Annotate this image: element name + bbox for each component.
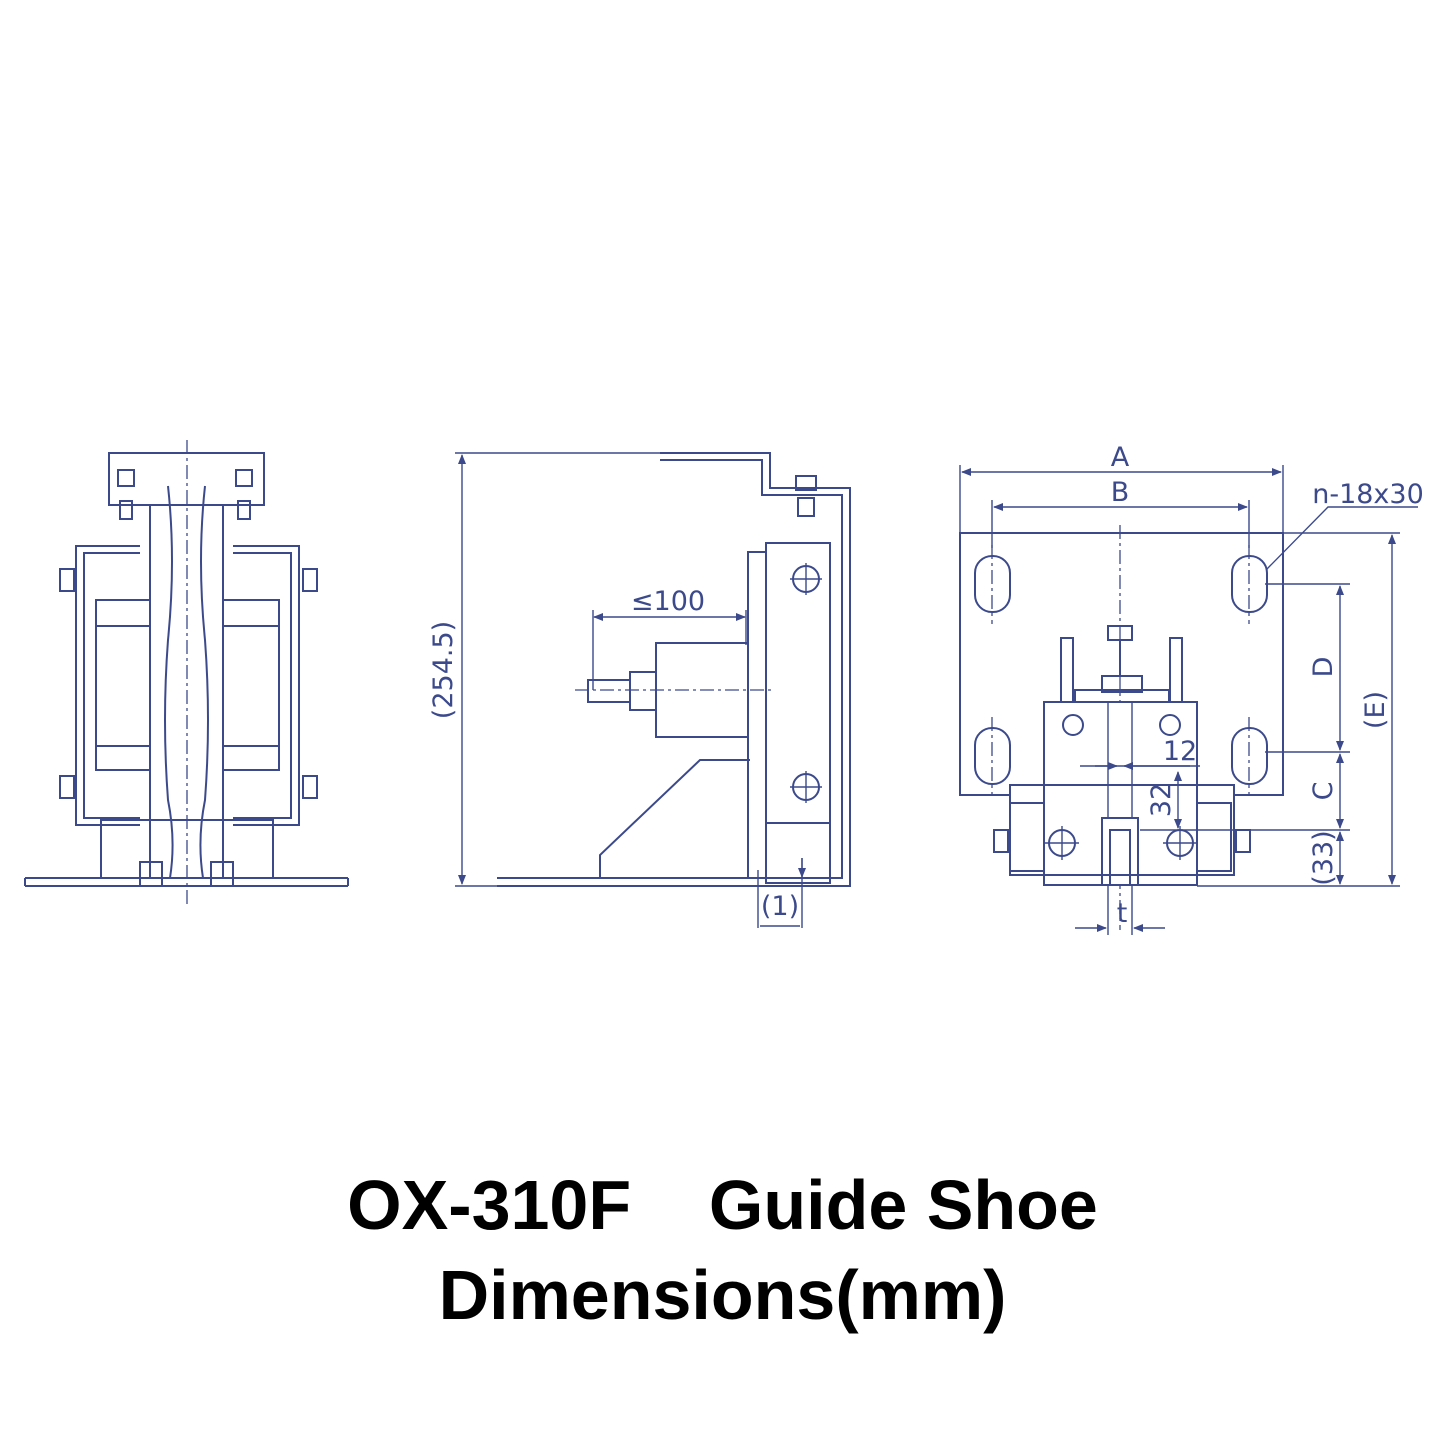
dim-offset-12: 12 [1163,736,1197,767]
dim-height-d: D [1308,657,1339,678]
dim-rail-t: t [1117,898,1128,929]
dim-width-b: B [1111,477,1130,508]
front-view [24,440,349,905]
dim-slot-spec: n-18x30 [1312,479,1424,510]
caption-title: OX-310F Guide Shoe [347,1166,1098,1244]
dim-height-c: C [1308,782,1339,801]
side-view [455,452,851,928]
dim-gap: (1) [761,891,799,922]
dim-offset-32: 32 [1146,783,1177,817]
dim-height-e: (E) [1360,691,1391,729]
top-view [959,465,1418,935]
caption-subtitle: Dimensions(mm) [438,1256,1007,1334]
dim-height-33: (33) [1308,830,1339,885]
dim-max-reach: ≤100 [631,586,705,617]
dim-overall-height: (254.5) [428,621,459,719]
dim-width-a: A [1111,442,1130,473]
